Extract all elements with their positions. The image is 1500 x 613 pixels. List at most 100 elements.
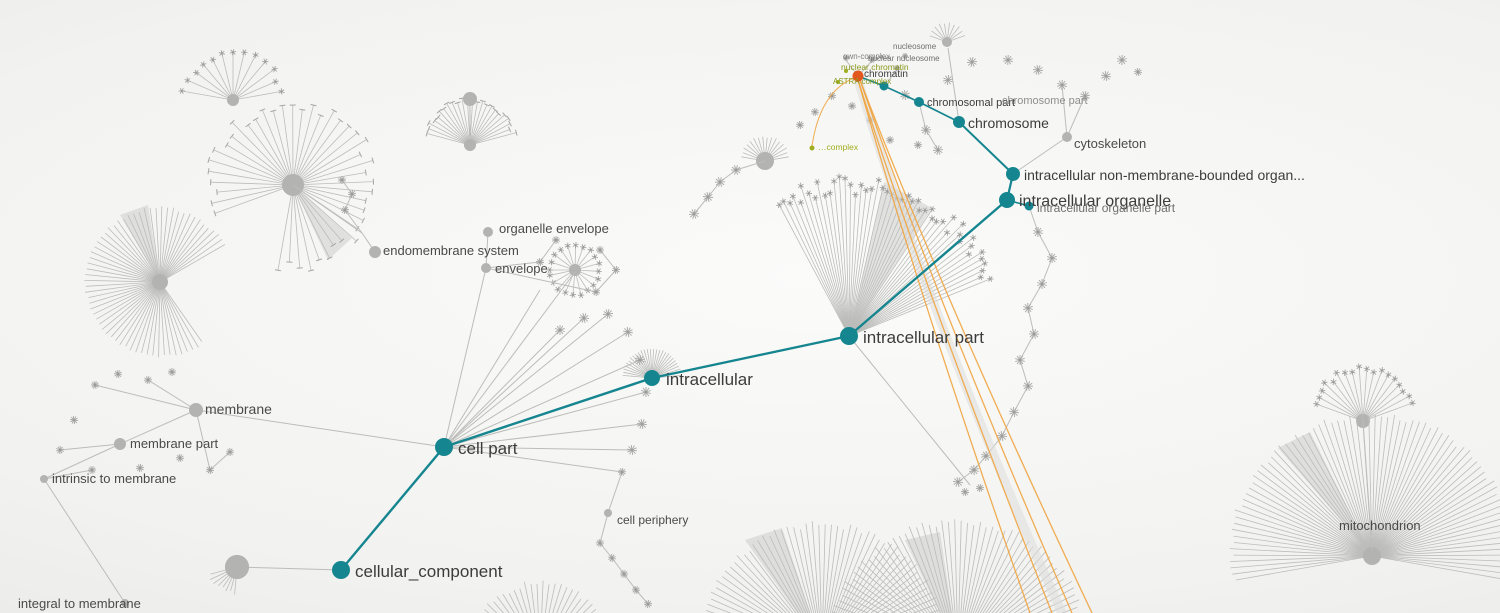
mini-node-cluster <box>1330 378 1337 386</box>
search-highlight-node[interactable] <box>836 80 840 84</box>
label-cellular-component[interactable]: cellular_component <box>355 562 503 581</box>
mini-node-cluster <box>731 165 741 175</box>
mini-node-cluster <box>602 309 614 319</box>
mini-node-cluster <box>262 58 269 65</box>
mini-node-cluster <box>1032 65 1044 75</box>
selected-node[interactable] <box>852 70 864 82</box>
mini-node-cluster <box>1316 394 1323 401</box>
mini-node-cluster <box>977 273 984 281</box>
label-chromatin[interactable]: chromatin <box>864 69 908 80</box>
label-intracellular-nmb-organelle[interactable]: intracellular non-membrane-bounded organ… <box>1024 167 1305 183</box>
mini-node-cluster <box>920 124 932 136</box>
label-intracellular-part[interactable]: intracellular part <box>863 328 984 347</box>
mini-node-cluster <box>914 140 922 150</box>
cluster-hub[interactable] <box>464 139 476 151</box>
node-chromosomal-part[interactable] <box>914 97 924 107</box>
mini-node-cluster <box>966 57 978 67</box>
cluster-hub[interactable] <box>227 94 239 106</box>
term-hub-node[interactable] <box>481 263 491 273</box>
term-hub-node[interactable] <box>114 438 126 450</box>
term-hub-node[interactable] <box>40 475 48 483</box>
label-cytoskeleton[interactable]: cytoskeleton <box>1074 136 1146 151</box>
search-highlight-node[interactable] <box>844 69 848 73</box>
label-nucleosome: nucleosome <box>893 42 937 51</box>
term-hub-node[interactable] <box>604 509 612 517</box>
mini-node-cluster <box>929 206 936 213</box>
label-intrinsic-to-membrane[interactable]: intrinsic to membrane <box>52 471 176 486</box>
mini-node-cluster <box>1101 71 1111 81</box>
fan-cluster <box>207 103 375 272</box>
mini-node-cluster <box>1009 406 1019 418</box>
cluster-hub[interactable] <box>569 264 581 276</box>
label-integral-to-membrane[interactable]: integral to membrane <box>18 596 141 611</box>
mini-node-cluster <box>1117 54 1127 66</box>
label-envelope[interactable]: envelope <box>495 261 548 276</box>
term-hub-node[interactable] <box>463 92 477 106</box>
term-hub-node[interactable] <box>225 555 249 579</box>
mini-node-cluster <box>595 538 605 548</box>
mini-node-cluster <box>587 246 594 254</box>
search-highlight-node[interactable] <box>809 145 815 151</box>
mini-node-cluster <box>1396 381 1403 389</box>
mini-node-cluster <box>929 215 936 222</box>
node-intracellular-nmb-organelle[interactable] <box>1006 167 1020 181</box>
node-cellular-component[interactable] <box>332 561 350 579</box>
node-chromatin[interactable] <box>879 81 889 91</box>
mini-node-cluster <box>607 553 617 563</box>
label-membrane[interactable]: membrane <box>205 401 272 417</box>
label-membrane-part[interactable]: membrane part <box>130 436 219 451</box>
mini-node-cluster <box>688 208 700 220</box>
mini-node-cluster <box>557 246 564 253</box>
mini-node-cluster <box>826 189 834 197</box>
mini-node-cluster <box>551 251 558 258</box>
term-hub-node[interactable] <box>483 227 493 237</box>
cluster-hub[interactable] <box>152 274 168 290</box>
mini-node-cluster <box>591 287 601 297</box>
label-cell-periphery[interactable]: cell periphery <box>617 513 688 527</box>
label-chromosomal-part[interactable]: chromosomal part <box>927 97 1015 109</box>
label-intracellular-organelle[interactable]: intracellular organelle <box>1019 193 1171 210</box>
term-hub-node[interactable] <box>1062 132 1072 142</box>
mini-node-cluster <box>969 464 979 476</box>
label-organelle-envelope[interactable]: organelle envelope <box>499 221 609 236</box>
node-intracellular[interactable] <box>644 370 660 386</box>
mini-node-cluster <box>987 275 994 282</box>
mini-node-cluster <box>976 483 984 493</box>
node-cell-part[interactable] <box>435 438 453 456</box>
label-endomembrane-system[interactable]: endomembrane system <box>383 243 519 258</box>
term-hub-node[interactable] <box>369 246 381 258</box>
node-intracellular-organelle[interactable] <box>999 192 1015 208</box>
mini-node-cluster <box>272 78 279 85</box>
label-intracellular[interactable]: intracellular <box>666 370 753 389</box>
mini-node-cluster <box>225 447 235 457</box>
mini-node-cluster <box>564 242 571 250</box>
mini-node-cluster <box>939 218 947 225</box>
mini-node-cluster <box>965 251 973 258</box>
label-cell-part[interactable]: cell part <box>458 439 518 458</box>
mini-node-cluster <box>848 101 856 111</box>
label-chromosome[interactable]: chromosome <box>968 115 1049 131</box>
mini-node-cluster <box>1318 387 1326 394</box>
label-intracellular-organelle-part[interactable]: intracellular organelle part <box>1037 201 1176 215</box>
mini-node-cluster <box>1080 91 1090 101</box>
mini-node-cluster <box>1406 392 1413 400</box>
label-mitochondrion[interactable]: mitochondrion <box>1339 518 1421 533</box>
node-intracellular-part[interactable] <box>840 327 858 345</box>
cluster-hub[interactable] <box>1363 547 1381 565</box>
label-own-complex: own-complex <box>843 52 890 61</box>
mini-node-cluster <box>136 463 144 473</box>
mini-node-cluster <box>623 326 633 338</box>
mini-node-cluster <box>348 189 356 199</box>
mini-node-cluster <box>862 187 870 194</box>
mini-nodes <box>55 52 1143 609</box>
term-hub-node[interactable] <box>189 403 203 417</box>
term-hub-node[interactable] <box>121 599 129 607</box>
node-intracellular-organelle-part[interactable] <box>1024 201 1034 211</box>
mini-node-cluster <box>810 107 820 117</box>
mini-node-cluster <box>950 214 957 221</box>
mini-node-cluster <box>218 50 226 57</box>
cluster-hub[interactable] <box>942 37 952 47</box>
node-chromosome[interactable] <box>953 116 965 128</box>
